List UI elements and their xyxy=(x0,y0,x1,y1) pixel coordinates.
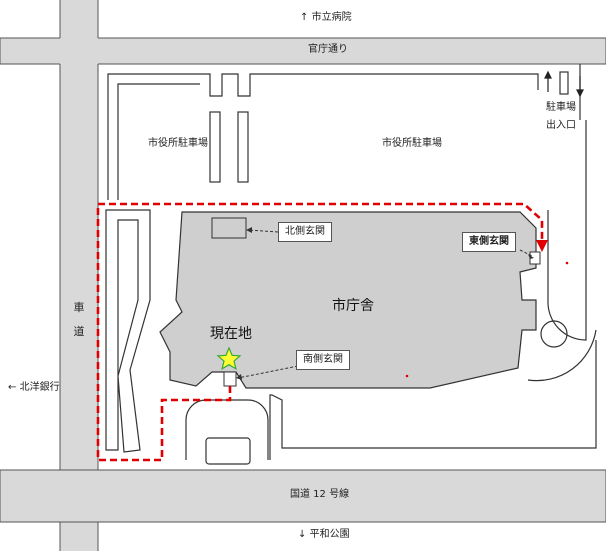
leader-arrowheads xyxy=(236,227,534,380)
current-location-star xyxy=(216,346,242,371)
site-outline xyxy=(105,209,597,465)
current-location-label: 現在地 xyxy=(210,326,252,342)
north-leader xyxy=(247,229,279,233)
parking-left-label: 市役所駐車場 xyxy=(148,138,208,149)
parking-inner-outline xyxy=(117,83,200,200)
hospital-label: ↑ 市立病院 xyxy=(300,12,352,24)
kanchodori-label: 官庁通り xyxy=(308,44,348,55)
drop-off-loop xyxy=(185,399,269,460)
walking-route xyxy=(96,202,544,462)
west-walkway xyxy=(105,209,151,453)
turnaround-curve xyxy=(527,329,597,382)
route-arrowhead xyxy=(536,240,548,252)
left-arrow-icon: ← xyxy=(8,382,17,393)
parking-outer-outline xyxy=(107,73,539,200)
road-vertical-char-1: 車 xyxy=(73,301,85,314)
north-entrance-label: 北側玄関 xyxy=(278,222,332,242)
south-entrance-marker xyxy=(223,371,237,387)
route12-road xyxy=(0,469,606,523)
left-vertical-road xyxy=(60,0,98,551)
west-bank-text: 北洋銀行 xyxy=(19,382,60,393)
site-bottom-outline xyxy=(269,340,597,460)
city-hall-building xyxy=(159,211,569,389)
north-entrance-block xyxy=(211,217,247,239)
city-hall-label: 市庁舎 xyxy=(332,298,374,314)
east-leader xyxy=(519,249,533,257)
median-right xyxy=(237,111,249,183)
route12-label: 国道 12 号線 xyxy=(290,489,350,500)
down-arrow-icon: ↓ xyxy=(298,529,307,540)
entry-arrows xyxy=(544,70,584,98)
east-entrance-label: 東側玄関 xyxy=(462,232,516,252)
parking-right-label: 市役所駐車場 xyxy=(382,138,442,149)
entry-island xyxy=(559,71,569,95)
south-entrance-label: 南側玄関 xyxy=(296,350,350,370)
median-left xyxy=(209,111,221,183)
west-bank-label: ← 北洋銀行 xyxy=(8,382,60,394)
east-driveway xyxy=(547,120,587,341)
park-text: 平和公園 xyxy=(309,529,350,540)
parking-entry-line2: 出入口 xyxy=(546,120,576,131)
drop-off-island xyxy=(205,437,251,465)
kanchodori-road xyxy=(0,37,606,65)
route-main xyxy=(96,202,544,462)
up-arrow-icon: ↑ xyxy=(300,12,309,23)
city-hall-shape xyxy=(159,211,537,389)
hospital-text: 市立病院 xyxy=(311,12,352,23)
park-label: ↓ 平和公園 xyxy=(298,529,350,541)
leader-lines xyxy=(237,229,533,379)
south-leader xyxy=(237,365,299,379)
road-vertical-char-2: 道 xyxy=(73,325,85,338)
roundabout xyxy=(540,320,568,348)
parking-entry-line1: 駐車場 xyxy=(546,102,576,113)
